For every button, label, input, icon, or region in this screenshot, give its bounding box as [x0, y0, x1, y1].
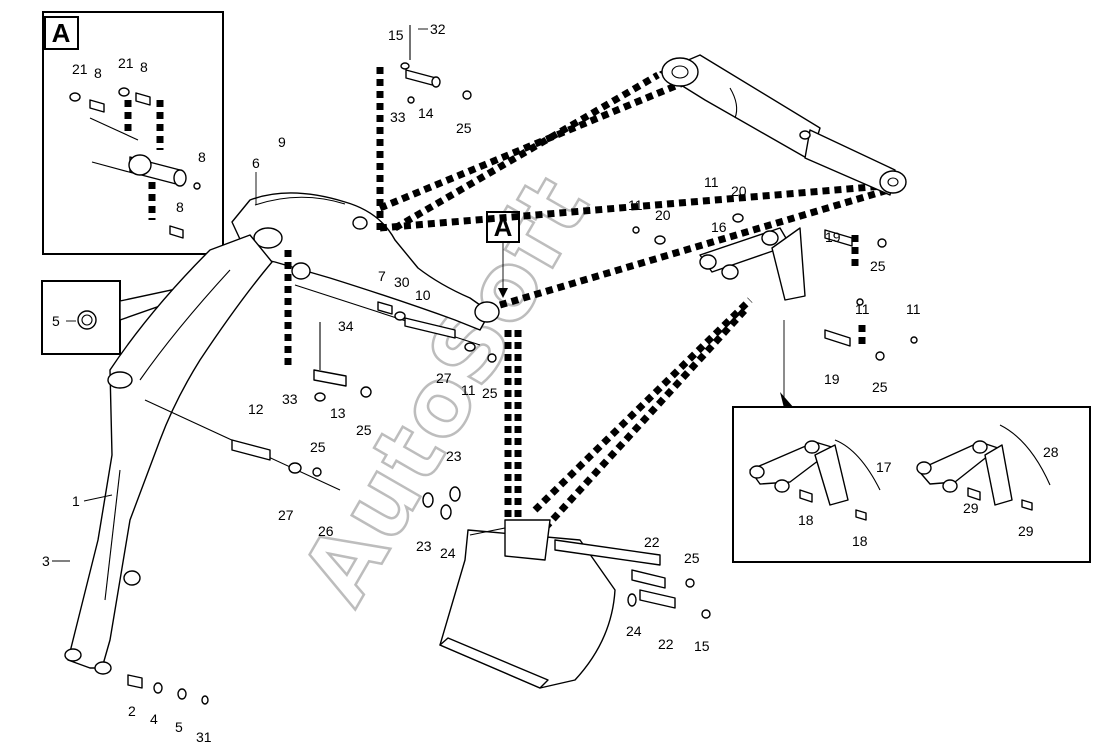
callout-33-top: 33 [390, 109, 406, 125]
pins-and-fasteners [127, 25, 918, 705]
detail-a-box: A 21 8 21 8 8 8 [42, 11, 224, 255]
callout-32: 32 [430, 21, 446, 37]
boom-assembly [64, 192, 500, 675]
svg-text:A: A [494, 212, 513, 242]
callout-7: 7 [378, 268, 386, 284]
callout-16: 16 [711, 219, 727, 235]
callout-26: 26 [318, 523, 334, 539]
callout-12: 12 [248, 401, 264, 417]
callout-15-top: 15 [388, 27, 404, 43]
callout-20-link-left: 20 [655, 207, 671, 223]
callout-9: 9 [278, 134, 286, 150]
callout-11-mid: 11 [461, 382, 476, 398]
callout-24-left: 24 [440, 545, 456, 561]
callout-11-link-right: 11 [855, 301, 870, 317]
detail-a-flag: A [52, 18, 71, 48]
assembly-lines [284, 62, 896, 531]
callout-25-mid: 25 [482, 385, 498, 401]
callout-23-top: 23 [446, 448, 462, 464]
callout-4: 4 [150, 711, 158, 727]
callout-6: 6 [252, 155, 260, 171]
callout-3: 3 [42, 553, 50, 569]
callout-27-mid: 27 [436, 370, 452, 386]
callout-25-link-top: 25 [870, 258, 886, 274]
callout-10: 10 [415, 287, 431, 303]
callout-17: 17 [876, 459, 892, 475]
detail-a-small-parts [69, 87, 184, 239]
callout-1: 1 [72, 493, 80, 509]
callout-30: 30 [394, 274, 410, 290]
callout-18-right: 18 [852, 533, 868, 549]
callout-33-mid: 33 [282, 391, 298, 407]
callout-22-low: 22 [658, 636, 674, 652]
callout-25-top: 25 [456, 120, 472, 136]
callout-a8-right: 8 [140, 59, 148, 75]
callout-34: 34 [338, 318, 354, 334]
callout-25-link-low: 25 [872, 379, 888, 395]
callout-a21-right: 21 [118, 55, 134, 71]
callout-11-link-top: 11 [704, 174, 719, 190]
detail-a-bushing [128, 154, 201, 190]
callout-15-low: 15 [694, 638, 710, 654]
callout-20-link-top: 20 [731, 183, 747, 199]
callout-a8-left: 8 [94, 65, 102, 81]
callout-14: 14 [418, 105, 434, 121]
callout-25-bucket: 25 [684, 550, 700, 566]
callout-11-link-left: 11 [628, 197, 643, 213]
callout-31: 31 [196, 729, 212, 745]
callout-labels: 32 15 33 14 25 9 6 7 30 10 34 27 11 25 3… [42, 21, 1059, 745]
hydraulic-cylinder [659, 54, 907, 196]
callout-11-link-far: 11 [906, 301, 921, 317]
callout-29-left: 29 [963, 500, 979, 516]
callout-27-low: 27 [278, 507, 294, 523]
callout-19-low: 19 [824, 371, 840, 387]
callout-2: 2 [128, 703, 136, 719]
callout-5-low: 5 [175, 719, 183, 735]
callout-28: 28 [1043, 444, 1059, 460]
callout-19-top: 19 [825, 229, 841, 245]
callout-a21-left: 21 [72, 61, 88, 77]
callout-24-right: 24 [626, 623, 642, 639]
callout-a8-bottom: 8 [176, 199, 184, 215]
callout-25-13: 25 [356, 422, 372, 438]
callout-13: 13 [330, 405, 346, 421]
callout-25-12: 25 [310, 439, 326, 455]
callout-29-right: 29 [1018, 523, 1034, 539]
callout-a8-bushing: 8 [198, 149, 206, 165]
callout-22-top: 22 [644, 534, 660, 550]
bucket [439, 519, 661, 689]
callout-18-left: 18 [798, 512, 814, 528]
callout-23-low: 23 [416, 538, 432, 554]
callout-5-box: 5 [52, 313, 60, 329]
link-variants-box [732, 320, 1091, 563]
